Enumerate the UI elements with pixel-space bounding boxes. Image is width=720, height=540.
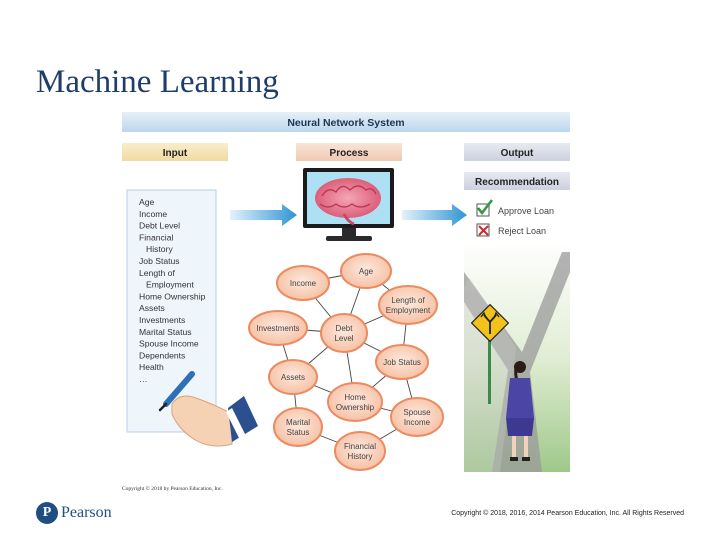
node-bubble bbox=[248, 310, 308, 346]
input-header-box bbox=[122, 143, 228, 161]
node-label: Age bbox=[359, 267, 374, 276]
monitor-brain-icon bbox=[303, 168, 394, 241]
neural-network-figure: Neural Network System Input Process Outp… bbox=[122, 112, 570, 484]
approve-checkbox-icon bbox=[476, 199, 493, 217]
hand-pen-icon bbox=[158, 371, 258, 447]
node-bubble bbox=[276, 265, 330, 301]
input-list-item: Health bbox=[139, 362, 164, 372]
recommendation-label: Recommendation bbox=[475, 177, 559, 188]
node-age: Age bbox=[340, 253, 392, 289]
node-label: Investments bbox=[256, 324, 299, 333]
node-bubble bbox=[268, 359, 318, 395]
input-list-item: Financial bbox=[139, 232, 173, 242]
woman-figure-icon bbox=[506, 361, 534, 461]
node-bubble bbox=[378, 285, 438, 325]
node-label: Assets bbox=[281, 373, 305, 382]
node-label: Employment bbox=[386, 306, 431, 315]
input-list-item: Home Ownership bbox=[139, 291, 206, 301]
node-bubble bbox=[334, 431, 386, 471]
node-job-status: Job Status bbox=[375, 344, 429, 380]
node-bubble bbox=[375, 344, 429, 380]
process-header-box bbox=[296, 143, 402, 161]
node-label: Financial bbox=[344, 442, 376, 451]
node-bubble bbox=[340, 253, 392, 289]
input-list-item: Employment bbox=[146, 280, 194, 290]
node-label: Length of bbox=[391, 296, 425, 305]
node-label: Spouse bbox=[403, 408, 431, 417]
input-list-item: Investments bbox=[139, 315, 185, 325]
slide-title: Machine Learning bbox=[36, 64, 279, 100]
node-income: Income bbox=[276, 265, 330, 301]
node-investments: Investments bbox=[248, 310, 308, 346]
input-list-item: Job Status bbox=[139, 256, 180, 266]
output-header: Output bbox=[501, 148, 534, 159]
node-label: Marital bbox=[286, 418, 310, 427]
reject-checkbox-icon bbox=[476, 223, 490, 237]
input-header: Input bbox=[163, 148, 188, 159]
input-list-item: … bbox=[139, 374, 148, 384]
node-assets: Assets bbox=[268, 359, 318, 395]
figure-copyright: Copyright © 2018 by Pearson Education, I… bbox=[122, 486, 223, 492]
pearson-logo-text: Pearson bbox=[61, 504, 112, 521]
process-header: Process bbox=[330, 148, 369, 159]
node-bubble bbox=[273, 407, 323, 447]
banner-bar bbox=[122, 112, 570, 132]
node-label: Ownership bbox=[336, 403, 375, 412]
output-header-box bbox=[464, 143, 570, 161]
node-label: History bbox=[348, 452, 373, 461]
input-list-item: Marital Status bbox=[139, 327, 192, 337]
node-label: Income bbox=[290, 279, 317, 288]
node-label: Income bbox=[404, 418, 431, 427]
pearson-logo-mark: P bbox=[36, 502, 58, 524]
node-bubble bbox=[390, 397, 444, 437]
arrow-right-icon bbox=[402, 204, 467, 226]
node-bubble bbox=[320, 313, 368, 353]
node-label: Status bbox=[287, 428, 310, 437]
input-list-item: Income bbox=[139, 209, 167, 219]
node-label: Debt bbox=[336, 324, 354, 333]
recommendation-box bbox=[464, 172, 570, 190]
node-label: Home bbox=[344, 393, 366, 402]
input-list-item: Dependents bbox=[139, 350, 185, 360]
input-list-item: Spouse Income bbox=[139, 339, 199, 349]
arrow-right-icon bbox=[230, 204, 297, 226]
node-label: Job Status bbox=[383, 358, 421, 367]
node-bubble bbox=[327, 382, 383, 422]
input-list-item: History bbox=[146, 244, 173, 254]
road-sign-icon bbox=[470, 303, 510, 404]
node-label: Level bbox=[334, 334, 353, 343]
reject-loan-label: Reject Loan bbox=[498, 226, 546, 236]
footer-copyright: Copyright © 2018, 2016, 2014 Pearson Edu… bbox=[451, 510, 684, 517]
input-list-item: Debt Level bbox=[139, 221, 180, 231]
input-list-item: Age bbox=[139, 197, 155, 207]
road-scene bbox=[464, 242, 570, 472]
pearson-logo: P Pearson bbox=[36, 502, 112, 524]
input-list-item: Length of bbox=[139, 268, 175, 278]
banner-title: Neural Network System bbox=[287, 117, 404, 129]
approve-loan-label: Approve Loan bbox=[498, 206, 554, 216]
input-list-item: Assets bbox=[139, 303, 165, 313]
